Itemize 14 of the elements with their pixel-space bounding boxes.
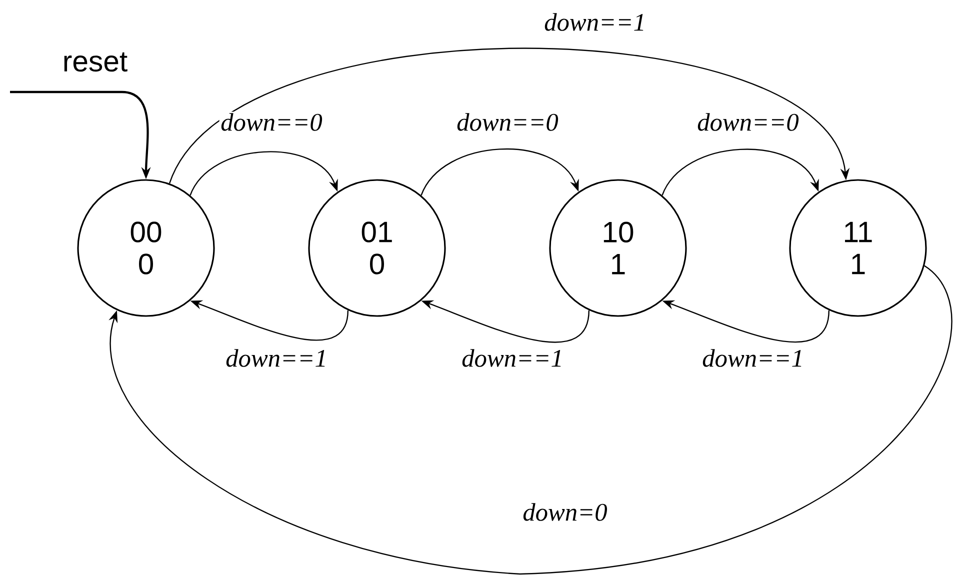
edge-label: down==1 xyxy=(700,348,806,368)
edge-label: down==1 xyxy=(542,12,648,32)
edge-label: down==0 xyxy=(455,112,560,132)
edge-label: down==1 xyxy=(224,348,329,368)
arrow xyxy=(662,148,819,196)
edge-label: down==0 xyxy=(696,112,800,132)
arrow xyxy=(169,48,850,184)
arrow xyxy=(420,148,579,196)
arrow xyxy=(108,265,952,575)
edge-label: down=0 xyxy=(521,502,609,522)
edge-label: down==0 xyxy=(219,112,324,132)
arrow xyxy=(190,151,338,196)
edge-label: reset xyxy=(61,51,129,73)
edge-label: down==1 xyxy=(460,348,565,368)
